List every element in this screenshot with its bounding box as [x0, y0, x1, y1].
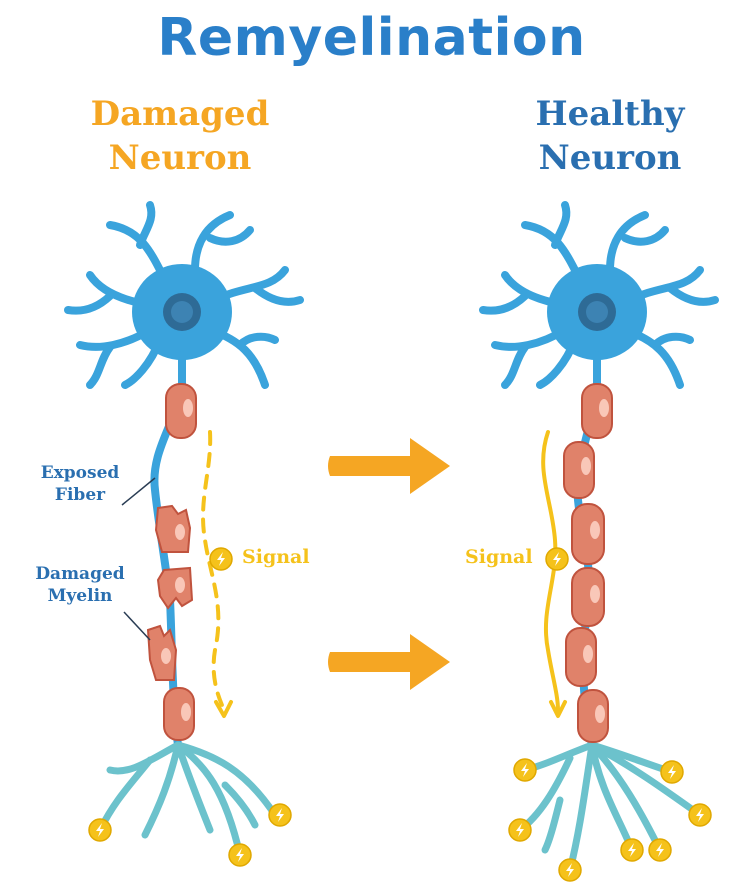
damaged-neuron-axon-terminals [100, 745, 275, 855]
signal-path-damaged [203, 432, 224, 710]
lightning-icon [689, 804, 711, 826]
arrow-right-icon [328, 634, 450, 690]
lightning-icon [546, 548, 568, 570]
damaged-myelin-label-line2: Myelin [28, 585, 132, 607]
signal-label-healthy: Signal [465, 546, 533, 568]
lightning-icon [509, 819, 531, 841]
signal-label-damaged: Signal [242, 546, 310, 568]
lightning-icon [621, 839, 643, 861]
lightning-icon [269, 804, 291, 826]
exposed-fiber-label-line1: Exposed [30, 462, 130, 484]
signal-path-healthy [543, 432, 558, 710]
healthy-neuron [483, 205, 715, 881]
lightning-icon [89, 819, 111, 841]
lightning-icon [649, 839, 671, 861]
damaged-myelin-label-line1: Damaged [28, 563, 132, 585]
exposed-fiber-label-line2: Fiber [30, 484, 130, 506]
damaged-neuron [68, 205, 300, 866]
lightning-icon [210, 548, 232, 570]
lightning-icon [661, 761, 683, 783]
exposed-fiber-label: Exposed Fiber [30, 462, 130, 506]
arrow-right-icon [328, 438, 450, 494]
lightning-icon [514, 759, 536, 781]
lightning-icon [229, 844, 251, 866]
transition-arrows [328, 438, 450, 690]
lightning-icon [559, 859, 581, 881]
damaged-myelin-pointer [124, 612, 150, 640]
damaged-myelin-label: Damaged Myelin [28, 563, 132, 607]
